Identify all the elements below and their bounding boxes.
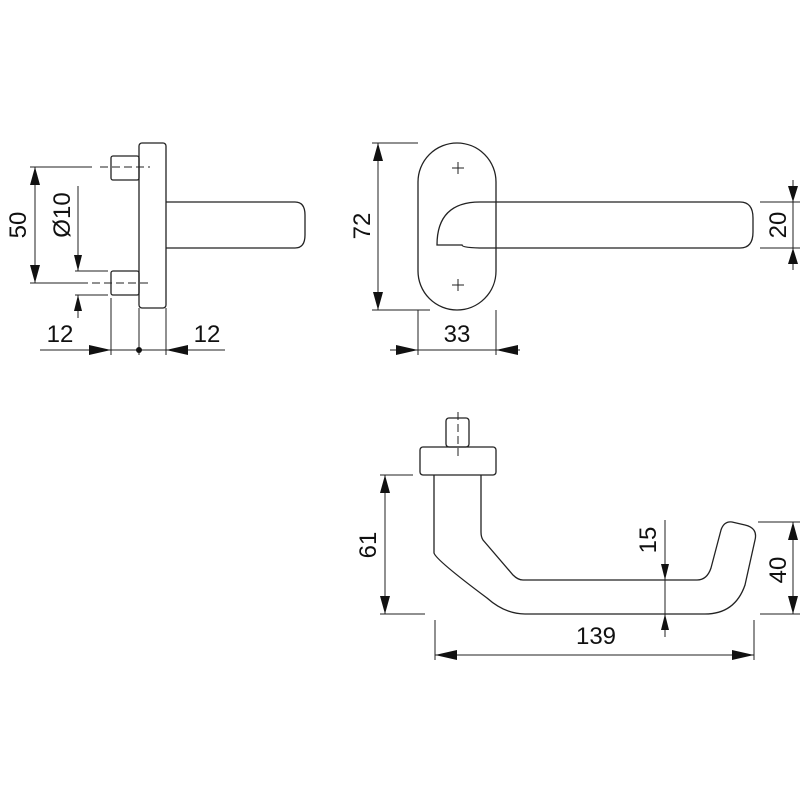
dim-50-label: 50 bbox=[5, 212, 32, 239]
handle bbox=[433, 475, 757, 615]
dim-40-label: 40 bbox=[765, 557, 792, 584]
dim-12-right-label: 12 bbox=[194, 321, 221, 348]
screw-marks bbox=[452, 162, 464, 291]
front-view: 72 33 20 bbox=[349, 142, 800, 355]
rose-oval bbox=[417, 142, 497, 311]
top-view: 61 15 40 139 bbox=[355, 412, 800, 660]
lever-shaft bbox=[166, 201, 306, 249]
dim-61-label: 61 bbox=[355, 532, 382, 559]
dim-72-label: 72 bbox=[349, 213, 376, 240]
dim-diameter-label: Ø10 bbox=[49, 192, 76, 237]
dim-20-label: 20 bbox=[765, 212, 792, 239]
rose-plate bbox=[138, 142, 167, 309]
upper-pin bbox=[110, 155, 140, 181]
side-view: 50 Ø10 12 12 bbox=[5, 142, 306, 355]
dim-33-label: 33 bbox=[444, 321, 471, 348]
dim-15-label: 15 bbox=[635, 527, 662, 554]
lever bbox=[436, 201, 754, 249]
dim-139-label: 139 bbox=[576, 623, 616, 650]
dim-12-left-label: 12 bbox=[47, 321, 74, 348]
